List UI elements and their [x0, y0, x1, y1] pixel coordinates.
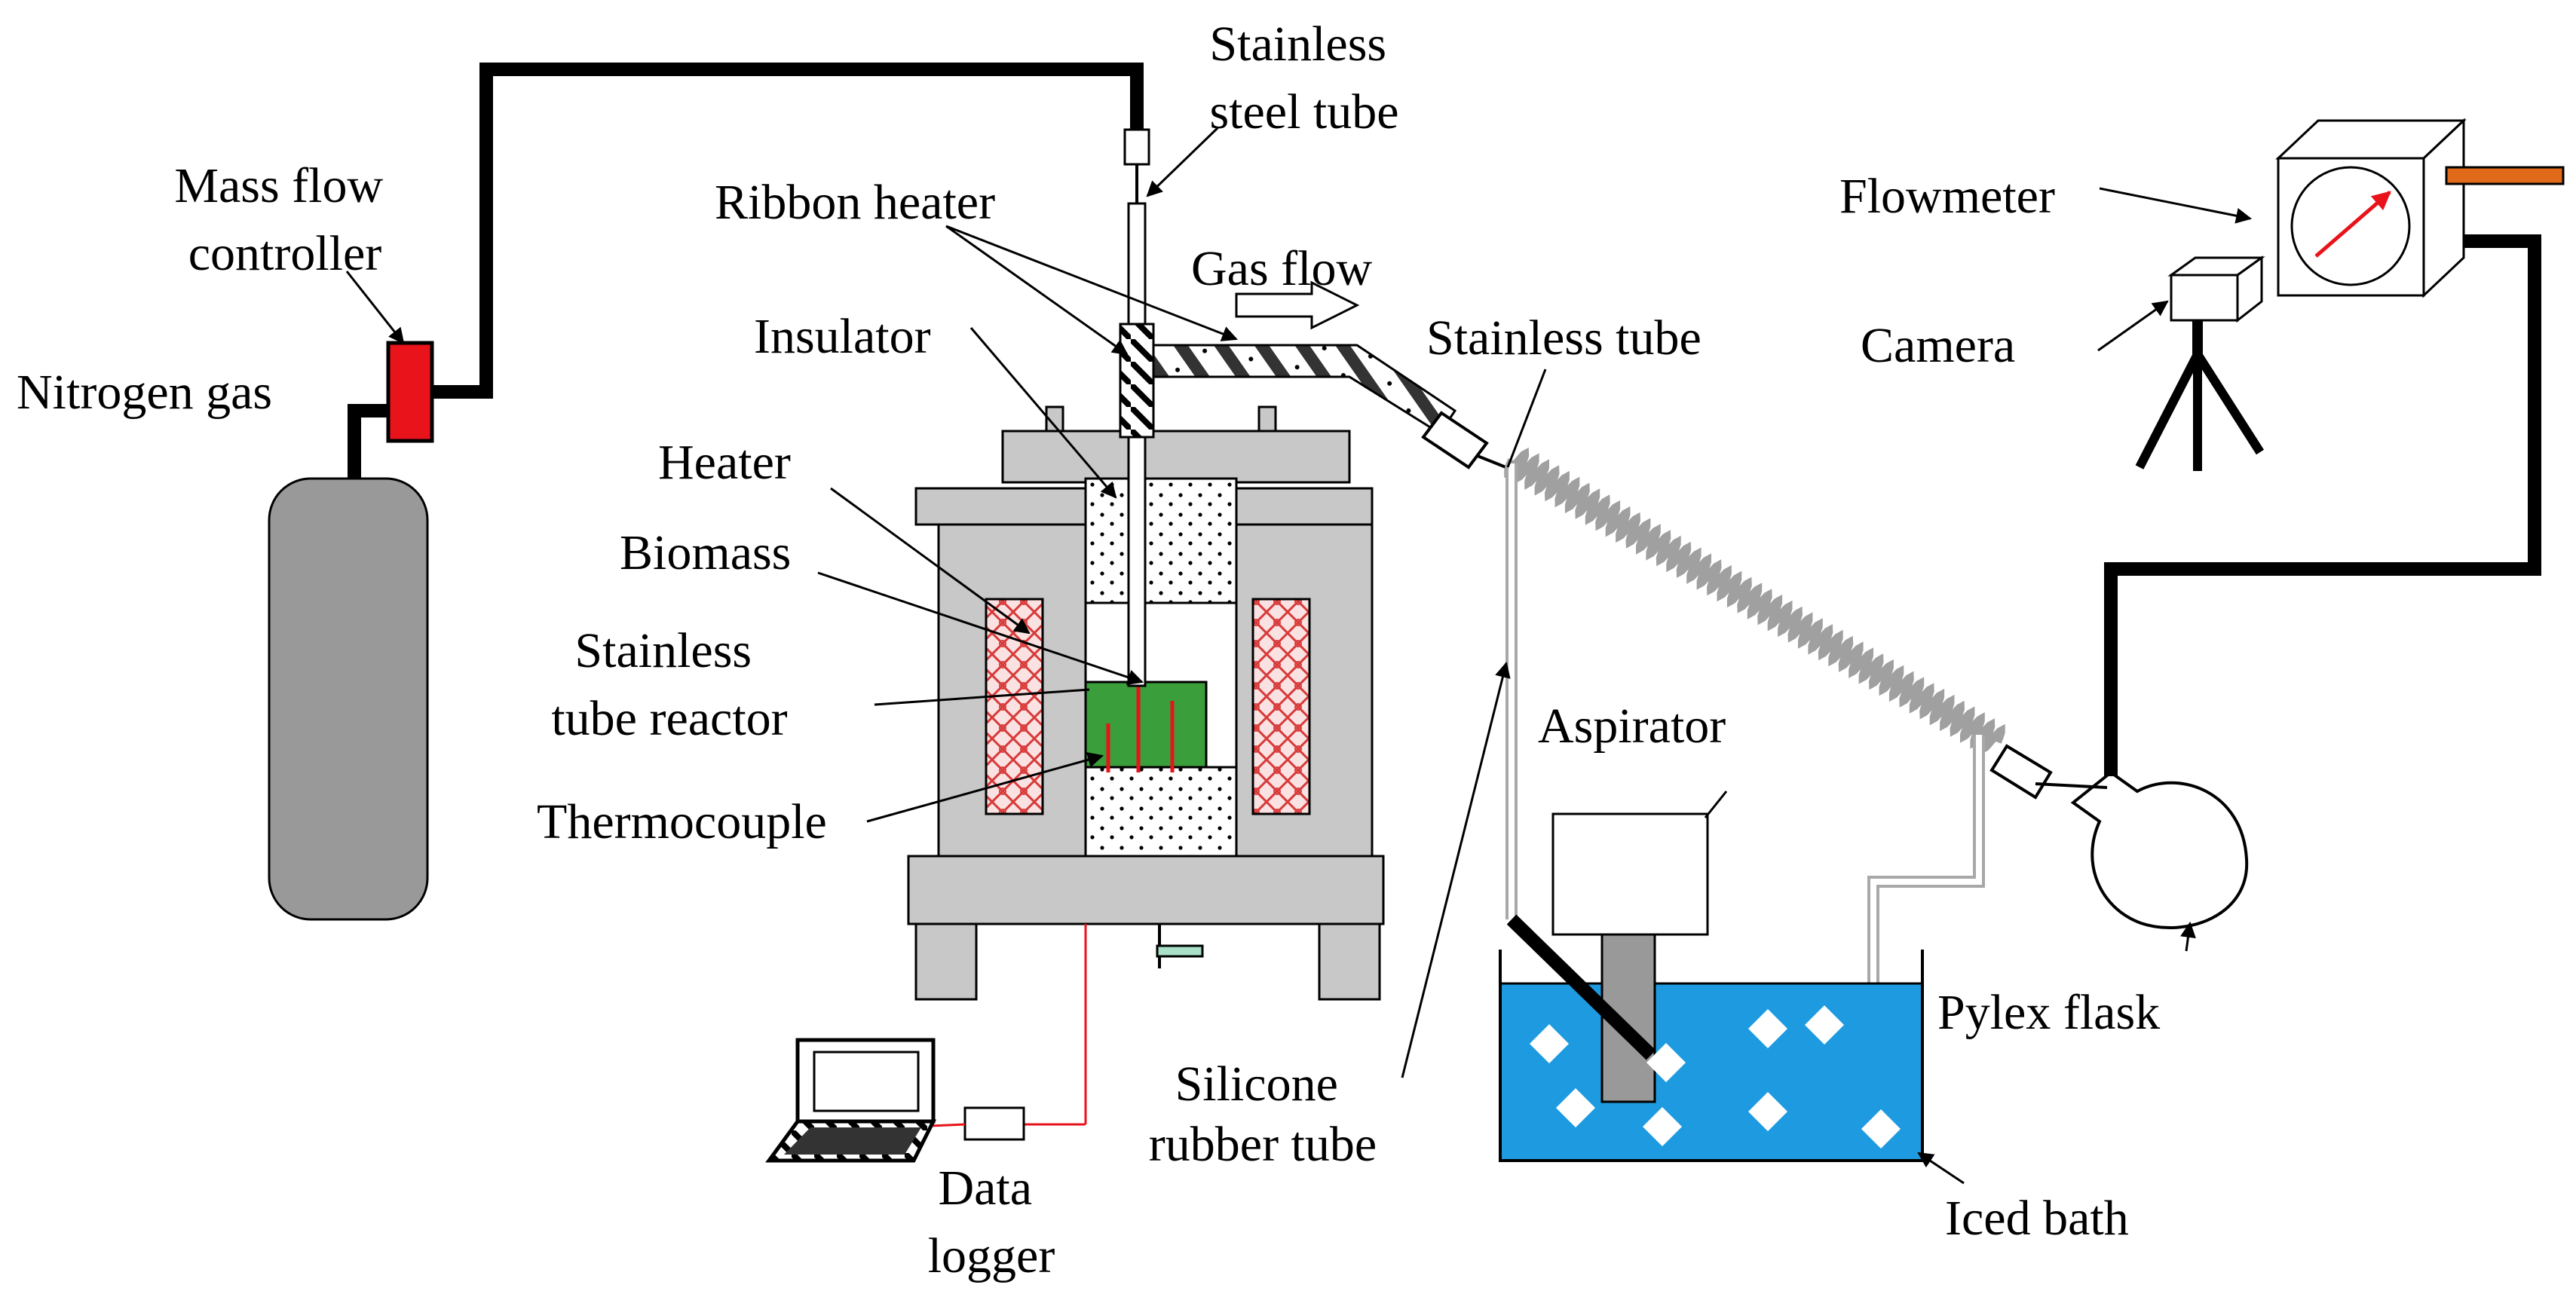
- ice-cube: [1748, 1092, 1787, 1131]
- leg-left: [914, 922, 978, 1001]
- mass-flow-controller: [386, 341, 434, 443]
- ice-cube: [1748, 1009, 1787, 1048]
- reactor-assembly: [907, 128, 1385, 1001]
- aspirator-body: [1551, 812, 1709, 936]
- tripod-leg-right: [2193, 351, 2265, 455]
- label-mass-flow-controller: Mass flow controller: [174, 158, 395, 281]
- label-iced-bath: Iced bath: [1945, 1191, 2129, 1246]
- drain-valve: [1156, 944, 1204, 958]
- label-heater: Heater: [658, 435, 791, 490]
- label-ribbon-heater: Ribbon heater: [715, 175, 995, 230]
- label-stainless-steel-tube: Stainless steel tube: [1209, 17, 1398, 139]
- flask-coupling: [1989, 744, 2053, 800]
- biomass-bed: [1084, 681, 1208, 769]
- stainless-steel-tube: [1127, 202, 1147, 687]
- label-aspirator: Aspirator: [1538, 699, 1726, 754]
- laptop-keyboard-keys: [784, 1127, 921, 1155]
- label-flowmeter: Flowmeter: [1839, 169, 2055, 224]
- flowmeter: [2275, 118, 2565, 298]
- flowmeter-outlet: [2445, 166, 2565, 185]
- tube-fitting: [1123, 128, 1150, 166]
- ribbon-heater-vertical: [1119, 323, 1155, 439]
- label-stainless-tube: Stainless tube: [1426, 310, 1702, 366]
- bolt-right: [1257, 405, 1277, 433]
- labels: Stainless steel tube Mass flow controlle…: [17, 17, 2160, 1283]
- insulator-lower: [1084, 766, 1238, 858]
- camera: [2135, 255, 2265, 471]
- silicone-rubber-tube-coil: [1504, 447, 2005, 755]
- label-camera: Camera: [1861, 318, 2015, 373]
- label-silicone-rubber-tube: Silicone rubber tube: [1149, 1057, 1377, 1172]
- data-logger: [963, 1106, 1025, 1141]
- gas-supply-line: [348, 63, 1144, 490]
- iced-bath-assembly: [1499, 812, 1924, 1162]
- label-thermocouple: Thermocouple: [537, 794, 827, 849]
- ice-cube: [1805, 1005, 1844, 1045]
- heater-element-right: [1251, 598, 1311, 815]
- flask-neck: [2035, 782, 2108, 789]
- aspirator-nozzle: [1506, 914, 1656, 1060]
- tripod-leg-left: [2135, 352, 2202, 470]
- bolt-left: [1045, 405, 1064, 433]
- ribbon-heater-outlet: [1152, 344, 1457, 436]
- label-data-logger: Data logger: [928, 1161, 1055, 1283]
- ice-cube: [1646, 1043, 1686, 1082]
- ice-cubes: [1530, 1005, 1901, 1149]
- ice-cube: [1643, 1107, 1682, 1146]
- ice-cube: [1556, 1088, 1595, 1127]
- silicone-rubber-tubes: [1505, 463, 1985, 1025]
- ice-cube: [1530, 1024, 1569, 1063]
- top-flange: [1001, 430, 1351, 484]
- leader-lines: [345, 127, 2253, 1185]
- ice-cube: [1861, 1109, 1901, 1149]
- label-stainless-tube-reactor: Stainless tube reactor: [551, 623, 787, 746]
- base-plate: [907, 855, 1385, 925]
- outlet-coupling: [1421, 411, 1489, 470]
- flask-body: [2070, 770, 2249, 930]
- bath-rim: [1499, 950, 1924, 1162]
- nitrogen-cylinder: [268, 477, 429, 921]
- camera-body: [2170, 274, 2239, 322]
- data-logger-assembly: [765, 924, 1087, 1163]
- label-gas-flow: Gas flow: [1191, 241, 1372, 296]
- gas-flow-arrow-icon: [1235, 280, 1360, 330]
- label-pylex-flask: Pylex flask: [1937, 985, 2160, 1040]
- heater-element-left: [985, 598, 1044, 815]
- insulator-upper: [1084, 477, 1238, 604]
- pylex-flask: [2035, 234, 2541, 930]
- iced-bath: [1499, 982, 1924, 1162]
- flask-to-flowmeter-line: [2104, 234, 2541, 776]
- laptop-screen-inner: [813, 1051, 920, 1112]
- label-nitrogen-gas: Nitrogen gas: [17, 365, 272, 420]
- label-insulator: Insulator: [754, 309, 931, 364]
- label-biomass: Biomass: [620, 525, 791, 580]
- leg-right: [1318, 922, 1381, 1001]
- controller-to-reactor-line: [426, 63, 1144, 399]
- flowmeter-needle-icon: [2314, 191, 2391, 258]
